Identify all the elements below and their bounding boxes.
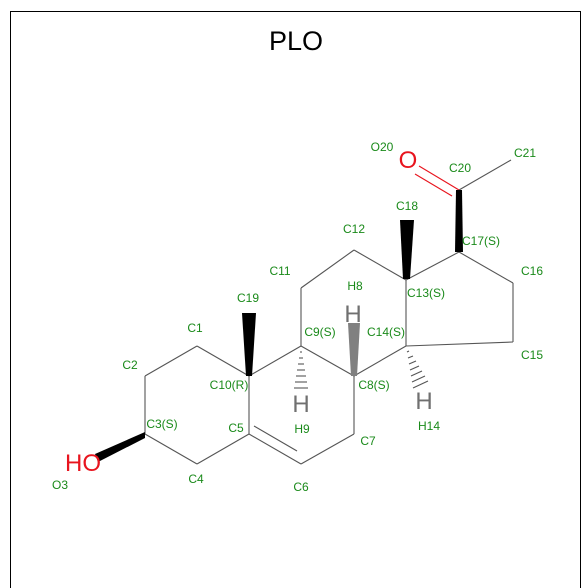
- atom-label-c16: C16: [521, 264, 543, 278]
- bond-c15-c14: [405, 341, 514, 347]
- bond-c5-c6-double: [253, 425, 298, 452]
- atom-label-h8: H8: [347, 279, 363, 293]
- atom-label-c6: C6: [293, 480, 309, 494]
- bond-c2-c1: [144, 345, 198, 377]
- frame-border: [10, 11, 581, 588]
- atom-label-c21: C21: [514, 146, 536, 160]
- atom-label-c19: C19: [237, 291, 259, 305]
- atom-label-h9: H9: [294, 422, 310, 436]
- bond-c1-c10: [196, 345, 250, 377]
- bond-c11-c12: [300, 249, 355, 289]
- hydrogen-c9: H: [292, 391, 309, 418]
- hydroxyl-group: HO: [65, 450, 101, 477]
- atom-label-c20: C20: [449, 161, 471, 175]
- bond-c6-c7: [300, 433, 355, 465]
- bond-c17-c16: [458, 251, 514, 284]
- wedge-c3-o3: [95, 432, 145, 462]
- atom-label-o3: O3: [52, 478, 68, 492]
- bond-c20-c21: [458, 159, 512, 191]
- atom-label-c5: C5: [228, 421, 244, 435]
- atom-label-c14: C14(S): [367, 325, 405, 339]
- atom-label-c1: C1: [187, 321, 203, 335]
- atom-label-c9: C9(S): [304, 325, 335, 339]
- bond-c9-c10: [248, 345, 302, 377]
- atom-label-c18: C18: [396, 199, 418, 213]
- hash-c9-h: [294, 351, 308, 389]
- wedge-c17-c20: [455, 190, 463, 252]
- atom-label-c8: C8(S): [358, 378, 389, 392]
- atom-label-o20: O20: [371, 140, 394, 154]
- bond-skeleton: [144, 159, 514, 465]
- atom-label-c15: C15: [521, 348, 543, 362]
- ketone-oxygen: O: [399, 147, 418, 174]
- bond-c3-c4: [144, 433, 198, 465]
- bond-c12-c13: [353, 249, 407, 281]
- atom-label-c2: C2: [122, 358, 138, 372]
- molecule-title: PLO: [269, 26, 323, 56]
- atom-label-c4: C4: [188, 472, 204, 486]
- atom-label-c7: C7: [360, 434, 376, 448]
- atom-label-c10: C10(R): [210, 378, 249, 392]
- atom-label-c3: C3(S): [146, 417, 177, 431]
- wedge-c8-h: [348, 323, 360, 376]
- atom-label-c13: C13(S): [407, 286, 445, 300]
- hydrogen-c14: H: [415, 388, 432, 415]
- ketone-double-bond: [414, 165, 460, 197]
- atom-label-c17: C17(S): [462, 234, 500, 248]
- bond-c14-c8: [353, 345, 407, 377]
- bond-c8-c9: [300, 345, 355, 377]
- wedge-c13-c18: [400, 220, 414, 279]
- bond-c4-c5: [196, 433, 250, 465]
- bond-c5-c6: [248, 433, 302, 465]
- bond-c13-c17: [405, 251, 460, 281]
- atom-label-c11: C11: [269, 264, 290, 278]
- atom-label-c12: C12: [343, 222, 365, 236]
- atom-labels: C1 C2 C3(S) C4 C5 C6 C7 C8(S) C9(S) C10(…: [52, 140, 543, 494]
- wedge-c10-c19: [242, 313, 256, 376]
- hydrogen-c8: H: [344, 301, 361, 328]
- atom-label-h14: H14: [418, 419, 440, 433]
- hash-c14-h: [406, 350, 429, 389]
